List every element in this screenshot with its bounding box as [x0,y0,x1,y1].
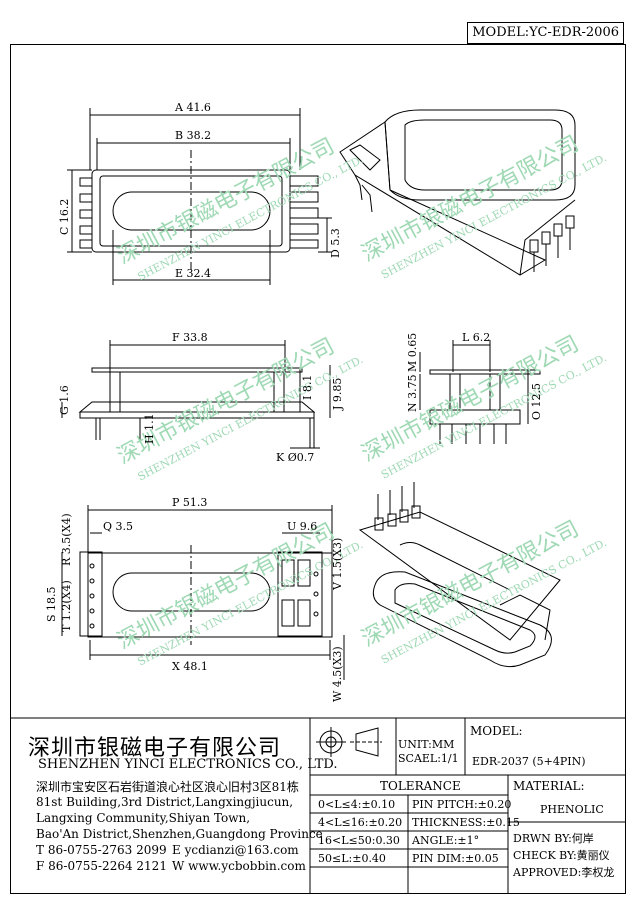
tolerance-row-3-a: 16<L≤50:0.30 [318,834,400,847]
dim-q: Q 3.5 [103,520,133,533]
company-name-cn: 深圳市银磁电子有限公司 [28,736,282,761]
tolerance-row-1-b: PIN PITCH:±0.20 [412,798,512,811]
tolerance-row-4-a: 50≤L:±0.40 [318,852,386,865]
dim-c: C 16.2 [58,199,71,235]
dim-v: V 1.5(X3) [331,538,344,591]
telephone: T 86-0755-2763 2099 [36,843,167,857]
front-view [61,340,331,449]
dim-l: L 6.2 [462,331,490,344]
tolerance-row-2-b: THICKNESS:±0.15 [412,816,520,829]
dim-j: J 9.85 [331,378,344,411]
approved-by: APPROVED:李权龙 [513,866,615,879]
dim-s: S 18.5 [45,586,58,622]
dim-o: O 12.5 [530,383,543,420]
address-line-2: Langxing Community,Shiyan Town, [36,811,251,825]
drawing-frame [10,44,626,894]
dim-f: F 33.8 [172,331,208,344]
dim-u: U 9.6 [287,520,317,533]
unit: UNIT:MM [398,738,455,751]
dim-p: P 51.3 [172,496,207,509]
dim-b: B 38.2 [175,129,211,142]
model-value: EDR-2037 (5+4PIN) [472,755,586,768]
tolerance-row-4-b: PIN DIM:±0.05 [412,852,499,865]
title-block [10,717,626,894]
model-label: MODEL:YC-EDR-2006 [467,22,624,44]
scale: SCAEL:1/1 [398,752,459,765]
dim-g: G 1.6 [58,385,71,415]
dim-e: E 32.4 [175,267,211,280]
bottom-view [61,505,345,680]
side-view [419,340,541,444]
dim-t: T 1.2(X4) [60,580,73,632]
material-value: PHENOLIC [540,803,604,816]
dim-d: D 5.3 [329,228,342,258]
top-view [67,108,332,285]
material-heading: MATERIAL: [513,779,585,793]
dim-i: I 8.1 [301,375,314,400]
address-line-1: 81st Building,3rd District,Langxingjiucu… [36,795,294,809]
model-heading: MODEL: [470,724,523,738]
tolerance-row-2-a: 4<L≤16:±0.20 [318,816,403,829]
dim-k: K Ø0.7 [276,451,314,464]
dim-a: A 41.6 [174,101,211,114]
iso-view-bottom [358,482,561,668]
address-cn: 深圳市宝安区石岩街道浪心社区浪心旧村3区81栋 [36,780,299,794]
drawn-by: DRWN BY:何岸 [513,832,594,845]
dim-r: R 3.5(X4) [60,513,73,566]
tolerance-row-1-a: 0<L≤4:±0.10 [318,798,396,811]
tolerance-title: TOLERANCE [380,779,461,793]
dim-m: M 0.65 [406,333,419,372]
checked-by: CHECK BY:黄丽仪 [513,849,610,862]
dim-w: W 4.5(X3) [331,646,344,702]
company-name-en: SHENZHEN YINCI ELECTRONICS CO., LTD. [38,757,338,772]
tolerance-row-3-b: ANGLE:±1° [412,834,480,847]
fax: F 86-0755-2264 2121 [36,859,167,873]
dim-n: N 3.75 [406,374,419,412]
dim-h: H 1.1 [143,413,156,444]
email: E ycdianzi@163.com [172,843,299,857]
dim-x: X 48.1 [172,660,208,673]
iso-view-top [339,109,576,276]
website: W www.ycbobbin.com [172,859,306,873]
address-line-3: Bao'An District,Shenzhen,Guangdong Provi… [36,827,323,841]
